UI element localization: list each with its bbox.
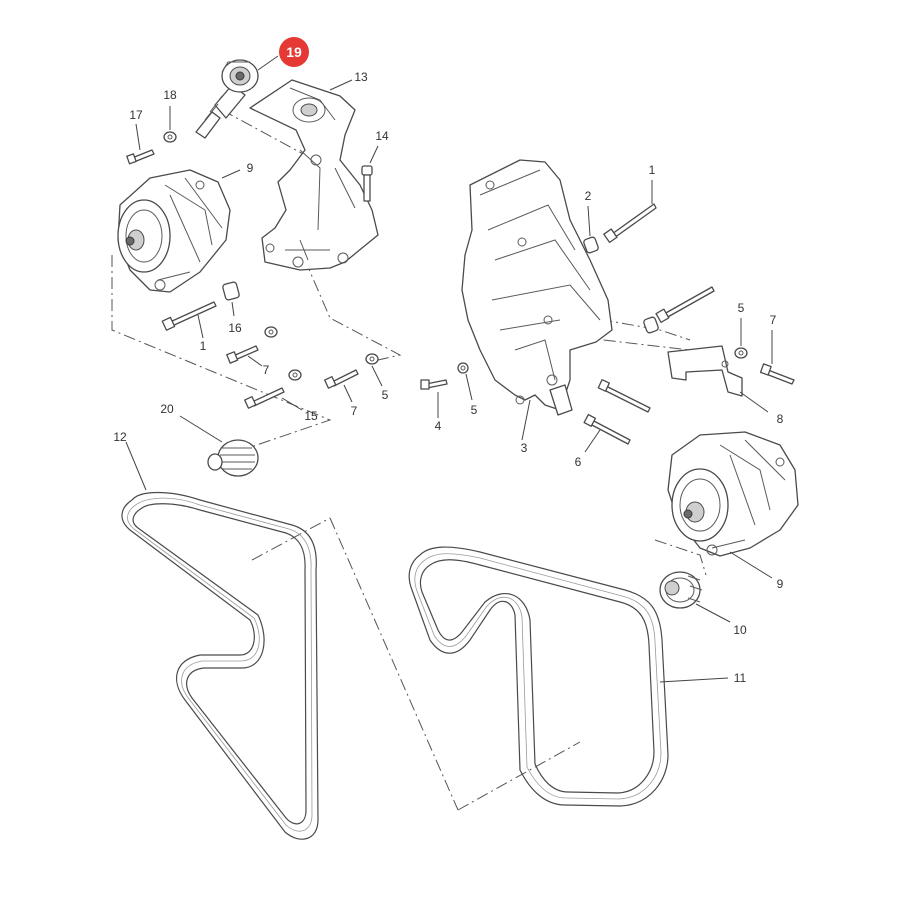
callout-label-5-middle: 5 [382,388,389,402]
sleeve-right [643,316,659,334]
callout-label-4: 4 [435,419,442,433]
callout-label-13: 13 [354,70,368,84]
tensioner-pulley-19 [195,59,259,139]
callout-label-3: 3 [521,441,528,455]
plate-8 [667,345,743,397]
callout-label-8: 8 [777,412,784,426]
bolt-7-middle [324,369,359,389]
callout-label-18: 18 [163,88,177,102]
bolt-4 [420,379,448,390]
bolt-15 [244,387,285,409]
washer-18 [163,131,177,143]
callout-label-5-right: 5 [738,301,745,315]
washer-5-middle [365,353,379,365]
drive-belt-11 [408,546,669,807]
callout-label-20: 20 [160,402,174,416]
mounting-bracket-13 [249,79,379,271]
callout-label-9-right: 9 [777,577,784,591]
callout-label-10: 10 [733,623,747,637]
washer-5-right [734,347,748,359]
bolt-7-right [759,363,795,385]
sleeve-16 [222,281,240,301]
bolt-mid-right [597,379,651,413]
mounting-bracket-3 [461,159,613,416]
bolt-17 [126,149,155,165]
washer-upper-left [264,326,278,338]
assembly-guide-lines [111,109,707,811]
washer-5-lower [457,362,469,374]
bolt-1-left [161,301,217,331]
callout-19-badge: 19 [279,37,309,67]
callout-label-7-right: 7 [770,313,777,327]
alternator-9-right [667,431,799,557]
drive-belt-12 [121,491,319,840]
callout-label-12: 12 [113,430,127,444]
callout-label-2: 2 [585,189,592,203]
callout-label-16: 16 [228,321,242,335]
callout-label-6: 6 [575,455,582,469]
bolt-long-right [655,286,715,323]
bolt-6 [583,413,631,445]
sleeve-2 [583,236,599,254]
callout-label-1-left: 1 [200,339,207,353]
pulley-10 [659,571,703,609]
callout-19-label: 19 [286,44,302,60]
idler-pulley-20 [207,439,259,477]
washer-lower-left [288,369,302,381]
callout-label-14: 14 [375,129,389,143]
bolt-14 [361,165,373,202]
callout-label-5-lower: 5 [471,403,478,417]
bolt-7-left [226,345,259,364]
callout-label-7-middle: 7 [351,404,358,418]
callout-label-1-right: 1 [649,163,656,177]
alternator-9-left [117,169,231,293]
callout-label-9-left: 9 [247,161,254,175]
bolt-1-right [603,203,657,244]
callout-label-17: 17 [129,108,143,122]
callout-label-11: 11 [734,671,747,685]
callout-labels: 1 1 2 3 4 5 5 5 6 7 7 7 8 9 9 10 11 12 1… [113,70,783,685]
callout-label-15: 15 [304,409,318,423]
callout-label-7-left: 7 [263,363,270,377]
